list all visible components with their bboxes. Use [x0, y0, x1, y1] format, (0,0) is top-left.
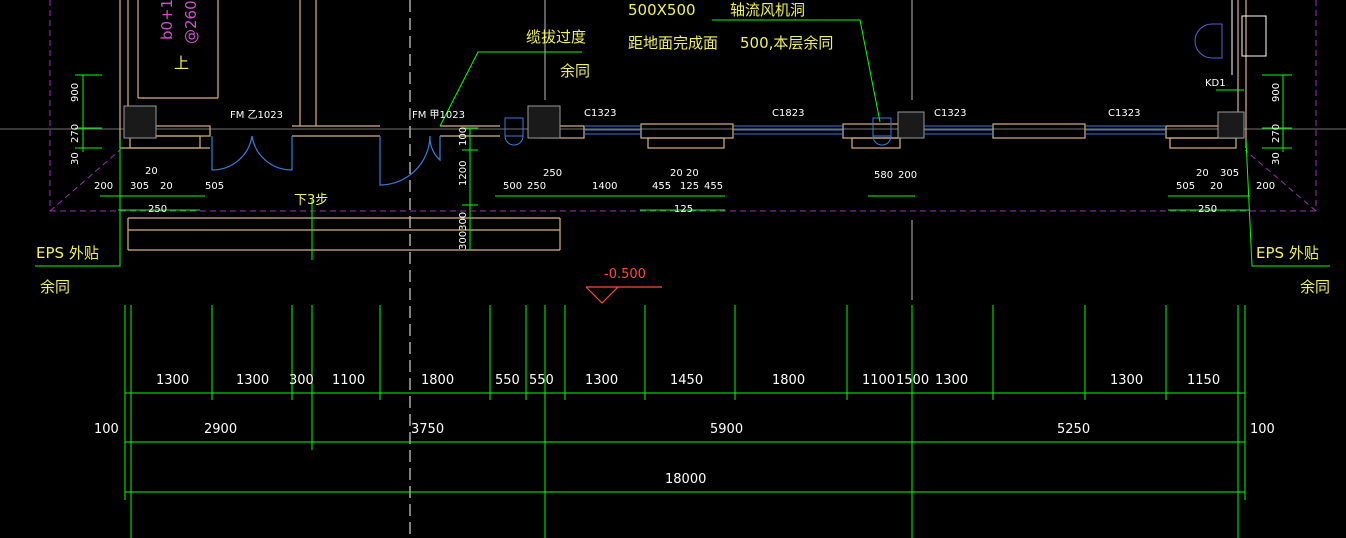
- dim-text: 125: [674, 204, 693, 215]
- dim-text: 30: [1271, 152, 1282, 165]
- dim-text: 125: [680, 181, 699, 192]
- window-glazing: [584, 125, 1166, 135]
- dim-text: 1450: [670, 373, 703, 388]
- dim-text: 505: [1176, 181, 1195, 192]
- dim-text: 5250: [1057, 422, 1090, 437]
- door-b-label: FM 乙1023: [230, 109, 283, 121]
- overall-dimension-lines: [124, 305, 1246, 538]
- window-labels: C1323 C1823 C1323 C1323: [584, 108, 1140, 119]
- dim-text: 30: [70, 152, 81, 165]
- dim-text: 1300: [935, 373, 968, 388]
- eps-right-label: EPS 外贴: [1256, 244, 1319, 262]
- dim-text: 5900: [710, 422, 743, 437]
- dim-text: 100: [458, 127, 469, 146]
- dim-text: 100: [94, 422, 119, 437]
- door-swings: [211, 135, 441, 186]
- dim-text: 300: [289, 373, 314, 388]
- dim-text: 270: [70, 124, 81, 143]
- dim-text: 2900: [204, 422, 237, 437]
- dim-text: 20: [670, 168, 683, 179]
- wall-dimension-texts: 900 270 30 900 270 30 100 1200 300300 20…: [70, 83, 1282, 250]
- elevation-marker: [585, 286, 662, 304]
- dim-text: 455: [704, 181, 723, 192]
- dim-text: 550: [495, 373, 520, 388]
- dim-text: 20: [1196, 168, 1209, 179]
- dim-text: 1800: [772, 373, 805, 388]
- dim-text: 305: [130, 181, 149, 192]
- stairs-down-label: 下3步: [294, 193, 328, 208]
- dim-text: 580: [874, 170, 893, 181]
- eps-left-rest: 余同: [40, 278, 70, 296]
- vent-size-label: 500X500: [628, 1, 696, 19]
- wall-dimension-lines: [75, 74, 1292, 260]
- window-label: C1323: [1108, 108, 1140, 119]
- dim-text: 200: [898, 170, 917, 181]
- kd-label: KD1: [1205, 78, 1226, 89]
- dim-text: 1300: [236, 373, 269, 388]
- dim-text: 250: [1198, 204, 1217, 215]
- walls: [119, 0, 1247, 251]
- dim-text: 20: [145, 166, 158, 177]
- dim-text: 1300: [156, 373, 189, 388]
- eps-outline: [49, 0, 1317, 212]
- eps-right-rest: 余同: [1300, 278, 1330, 296]
- dim-text: 1300: [1110, 373, 1143, 388]
- vent-type-label: 轴流风机洞: [730, 1, 805, 19]
- dim-text: 200: [1256, 181, 1275, 192]
- dim-text: 270: [1271, 124, 1282, 143]
- dim-text: 100: [1250, 422, 1275, 437]
- elevation-label: -0.500: [604, 267, 646, 282]
- stairs-up-label: 上: [174, 54, 189, 72]
- dim-text: 1100: [332, 373, 365, 388]
- leader-lines: [35, 19, 1330, 267]
- dim-text: 1150: [1187, 373, 1220, 388]
- dim-text: 505: [205, 181, 224, 192]
- stair-marks-label: b0+1: [158, 0, 176, 40]
- fan-symbols: [504, 15, 1267, 146]
- total-dimension: 18000: [665, 472, 706, 487]
- cable-rest-label: 余同: [560, 62, 590, 80]
- dim-text: 250: [543, 168, 562, 179]
- dim-text: 550: [529, 373, 554, 388]
- dim-text: 1300: [585, 373, 618, 388]
- dim-text: 3750: [411, 422, 444, 437]
- dim-text: 1100: [862, 373, 895, 388]
- dim-text: 305: [1220, 168, 1239, 179]
- vent-height-label: 距地面完成面: [628, 34, 718, 52]
- dim-text: 20: [160, 181, 173, 192]
- dim-text: 1200: [458, 161, 469, 186]
- dim-text: 20: [1210, 181, 1223, 192]
- dimension-row-1: 1300 1300 300 1100 1800 550 550 1300 145…: [156, 373, 1220, 388]
- window-label: C1323: [584, 108, 616, 119]
- dim-text: 900: [1271, 83, 1282, 102]
- cable-label: 缆拔过度: [526, 28, 586, 46]
- dim-text: 900: [70, 83, 81, 102]
- dim-text: 250: [148, 204, 167, 215]
- dim-text: 500: [503, 181, 522, 192]
- dim-text: 1500: [896, 373, 929, 388]
- stair-spacing-label: @260: [182, 0, 200, 44]
- dim-text: 1400: [592, 181, 617, 192]
- dim-text: 250: [527, 181, 546, 192]
- annotations: 500X500 轴流风机洞 距地面完成面 500,本层余同 缆拔过度 余同 EP…: [36, 0, 1330, 296]
- dim-text: 1800: [421, 373, 454, 388]
- window-label: C1323: [934, 108, 966, 119]
- eps-left-label: EPS 外贴: [36, 244, 99, 262]
- dim-text: 200: [94, 181, 113, 192]
- vent-height-value: 500,本层余同: [740, 34, 833, 52]
- door-a-label: FM 甲1023: [412, 110, 465, 121]
- dim-text: 20: [686, 168, 699, 179]
- window-label: C1823: [772, 108, 804, 119]
- dim-text: 300300: [458, 212, 469, 250]
- dim-text: 455: [652, 181, 671, 192]
- dimension-row-2: 100 2900 3750 5900 5250 100: [94, 422, 1275, 437]
- columns: [123, 105, 1245, 139]
- door-labels: FM 乙1023 FM 甲1023: [230, 109, 465, 121]
